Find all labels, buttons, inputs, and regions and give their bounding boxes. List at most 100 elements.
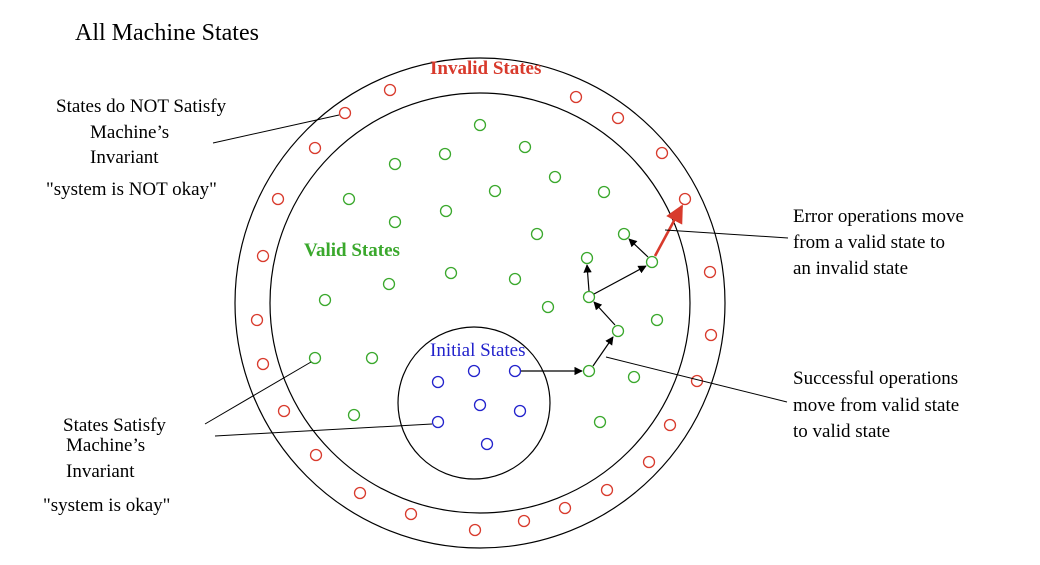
valid-state — [382, 277, 396, 291]
invalid-state-nodes — [250, 83, 718, 537]
valid-state — [541, 300, 555, 314]
annotation-line: move from valid state — [793, 395, 959, 416]
invalid-state — [569, 90, 583, 104]
annotation-line: to valid state — [793, 421, 890, 442]
transition-arrow — [592, 336, 614, 367]
leader-line-error — [664, 229, 789, 239]
transition-arrow — [593, 301, 616, 326]
initial-state — [480, 437, 494, 451]
valid-state — [444, 266, 458, 280]
valid-state — [580, 251, 594, 265]
annotation-line: Machine’s — [90, 122, 169, 143]
diagram-title: All Machine States — [75, 20, 259, 46]
annotation-line: States Satisfy — [63, 415, 166, 436]
annotation-line: Invariant — [66, 461, 135, 482]
annotation-line: "system is NOT okay" — [46, 179, 217, 200]
initial-states-boundary — [397, 326, 551, 480]
annotation-line: Machine’s — [66, 435, 145, 456]
valid-state — [347, 408, 361, 422]
annotation-line: an invalid state — [793, 258, 908, 279]
invalid-state — [558, 501, 572, 515]
valid-state — [548, 170, 562, 184]
invalid-state — [468, 523, 482, 537]
invalid-state — [600, 483, 614, 497]
initial-state — [431, 415, 445, 429]
valid-state — [597, 185, 611, 199]
valid-state — [388, 157, 402, 171]
invalid-state — [338, 106, 352, 120]
annotation-line: from a valid state to — [793, 232, 945, 253]
invalid-state — [642, 455, 656, 469]
annotation-line: States do NOT Satisfy — [56, 96, 227, 117]
valid-state — [388, 215, 402, 229]
invalid-state — [271, 192, 285, 206]
valid-state — [650, 313, 664, 327]
annotation-line: "system is okay" — [43, 495, 170, 516]
valid-state — [617, 227, 631, 241]
invalid-state — [663, 418, 677, 432]
invalid-states-label: Invalid States — [430, 58, 541, 79]
invalid-state — [383, 83, 397, 97]
invalid-state — [704, 328, 718, 342]
initial-state-nodes — [431, 364, 527, 451]
annotation-not-satisfy: States do NOT Satisfy Machine’s Invarian… — [46, 96, 227, 200]
invalid-state — [256, 357, 270, 371]
successful-transitions — [521, 238, 649, 376]
invalid-state — [309, 448, 323, 462]
initial-states-label: Initial States — [430, 340, 526, 361]
invalid-state — [678, 192, 692, 206]
initial-state — [473, 398, 487, 412]
valid-state — [627, 370, 641, 384]
valid-state — [488, 184, 502, 198]
initial-state — [508, 364, 522, 378]
annotation-line: Invariant — [90, 147, 159, 168]
invalid-state — [517, 514, 531, 528]
valid-state — [342, 192, 356, 206]
transition-arrow — [628, 238, 649, 258]
valid-state — [582, 364, 596, 378]
valid-state — [508, 272, 522, 286]
valid-state — [645, 255, 659, 269]
annotation-error-ops: Error operations move from a valid state… — [793, 206, 964, 279]
leader-lines — [204, 114, 789, 437]
valid-state — [308, 351, 322, 365]
leader-line-success — [605, 356, 788, 403]
valid-state — [365, 351, 379, 365]
annotation-satisfy: States Satisfy Machine’s Invariant "syst… — [43, 415, 170, 516]
invalid-state — [256, 249, 270, 263]
annotation-line: Successful operations — [793, 368, 958, 389]
leader-line-satisfy-valid — [204, 361, 312, 425]
error-transition-arrow — [653, 204, 684, 257]
invalid-state — [404, 507, 418, 521]
valid-state — [318, 293, 332, 307]
invalid-state — [250, 313, 264, 327]
transition-arrow — [593, 265, 647, 295]
invalid-state — [655, 146, 669, 160]
annotation-line: Error operations move — [793, 206, 964, 227]
all-states-boundary — [234, 57, 726, 549]
valid-state — [518, 140, 532, 154]
leader-line-satisfy-initial — [214, 423, 433, 437]
valid-state — [530, 227, 544, 241]
valid-states-boundary — [269, 92, 691, 514]
valid-state — [439, 204, 453, 218]
transition-arrow — [583, 264, 592, 292]
valid-state-nodes — [308, 118, 664, 429]
invalid-state — [308, 141, 322, 155]
initial-state — [467, 364, 481, 378]
initial-state — [431, 375, 445, 389]
invalid-state — [611, 111, 625, 125]
valid-state — [438, 147, 452, 161]
valid-state — [593, 415, 607, 429]
initial-state — [513, 404, 527, 418]
annotation-success-ops: Successful operations move from valid st… — [793, 368, 959, 442]
invalid-state — [277, 404, 291, 418]
valid-state — [582, 290, 596, 304]
valid-state — [611, 324, 625, 338]
leader-line-not-satisfy — [212, 114, 340, 144]
invalid-state — [353, 486, 367, 500]
valid-states-label: Valid States — [304, 240, 400, 261]
valid-state — [473, 118, 487, 132]
invalid-state — [703, 265, 717, 279]
